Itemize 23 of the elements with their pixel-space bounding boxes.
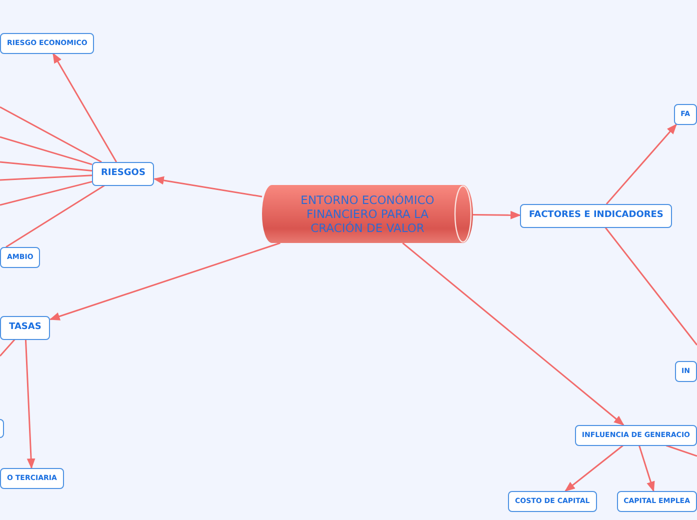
arrow (473, 210, 522, 220)
arrow (402, 242, 624, 426)
connector-line (0, 339, 16, 356)
arrow (24, 339, 36, 470)
arrow (52, 52, 118, 162)
topic-box: RIESGOS (92, 162, 154, 186)
node-title: ENTORNO ECONÓMICO FINANCIERO PARA LA CRACIÓN DE VALOR (300, 193, 436, 235)
connector-line (0, 174, 92, 181)
arrow (564, 444, 624, 492)
arrow (606, 124, 677, 204)
connector-line (0, 161, 92, 172)
connector-line (6, 184, 105, 248)
topic-box (0, 419, 4, 438)
connector-line (666, 444, 697, 457)
arrow (49, 242, 280, 320)
connector-line (0, 136, 92, 166)
arrow (638, 445, 655, 492)
connector-line (604, 227, 697, 346)
arrow (153, 176, 262, 198)
topic-box: TASAS (0, 316, 50, 340)
connector-line (0, 180, 92, 206)
connector-line (0, 106, 102, 163)
topic-box: FACTORES E INDICADORES (520, 204, 672, 228)
